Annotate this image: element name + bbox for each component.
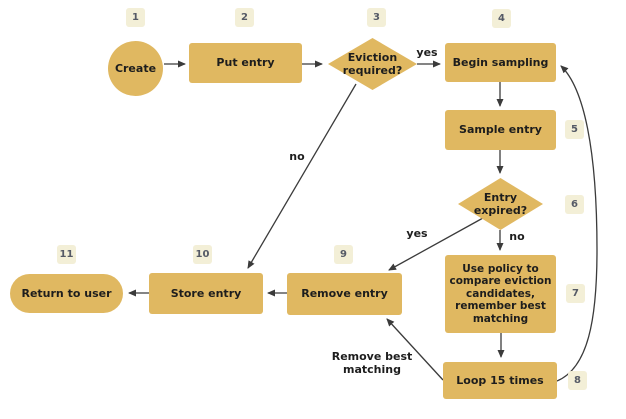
node-use-policy-label: Use policy to compare eviction candidate… [449,263,552,325]
step-badge-11: 11 [57,245,76,264]
node-create-label: Create [114,61,157,75]
step-badge-10: 10 [193,245,212,264]
step-badge-4: 4 [492,9,511,28]
node-entry-expired-label: Entry expired? [473,190,528,217]
step-badge-3: 3 [367,8,386,27]
step-badge-7: 7 [566,284,585,303]
node-put-entry: Put entry [189,43,302,83]
node-return-to-user: Return to user [10,274,123,313]
node-entry-expired: Entry expired? [458,178,543,230]
step-badge-9: 9 [334,245,353,264]
node-store-entry-label: Store entry [170,286,242,300]
node-eviction-required: Eviction required? [328,38,417,90]
edge-label-expired-yes: yes [406,227,428,240]
step-badge-2: 2 [235,8,254,27]
node-return-to-user-label: Return to user [21,286,112,300]
step-badge-5: 5 [565,120,584,139]
step-badge-6: 6 [565,195,584,214]
node-begin-sampling-label: Begin sampling [452,55,549,69]
node-eviction-required-label: Eviction required? [342,50,403,77]
node-use-policy: Use policy to compare eviction candidate… [445,255,556,333]
edge-label-eviction-no: no [289,150,305,163]
node-sample-entry: Sample entry [445,110,556,150]
step-badge-1: 1 [126,8,145,27]
node-loop-15-times: Loop 15 times [443,362,557,399]
edge-label-eviction-yes: yes [416,46,438,59]
step-badge-8: 8 [568,371,587,390]
edge-eviction-no-to-store-entry [247,83,357,269]
edge-label-remove-best-matching: Remove best matching [331,350,413,376]
node-sample-entry-label: Sample entry [459,123,542,137]
node-loop-15-times-label: Loop 15 times [456,373,544,387]
node-remove-entry: Remove entry [287,273,402,315]
edge-loop-back-to-begin-sampling [556,65,598,382]
node-create: Create [108,41,163,96]
node-put-entry-label: Put entry [216,56,275,70]
edge-label-expired-no: no [509,230,525,243]
node-begin-sampling: Begin sampling [445,43,556,82]
node-store-entry: Store entry [149,273,263,314]
node-remove-entry-label: Remove entry [301,287,388,301]
